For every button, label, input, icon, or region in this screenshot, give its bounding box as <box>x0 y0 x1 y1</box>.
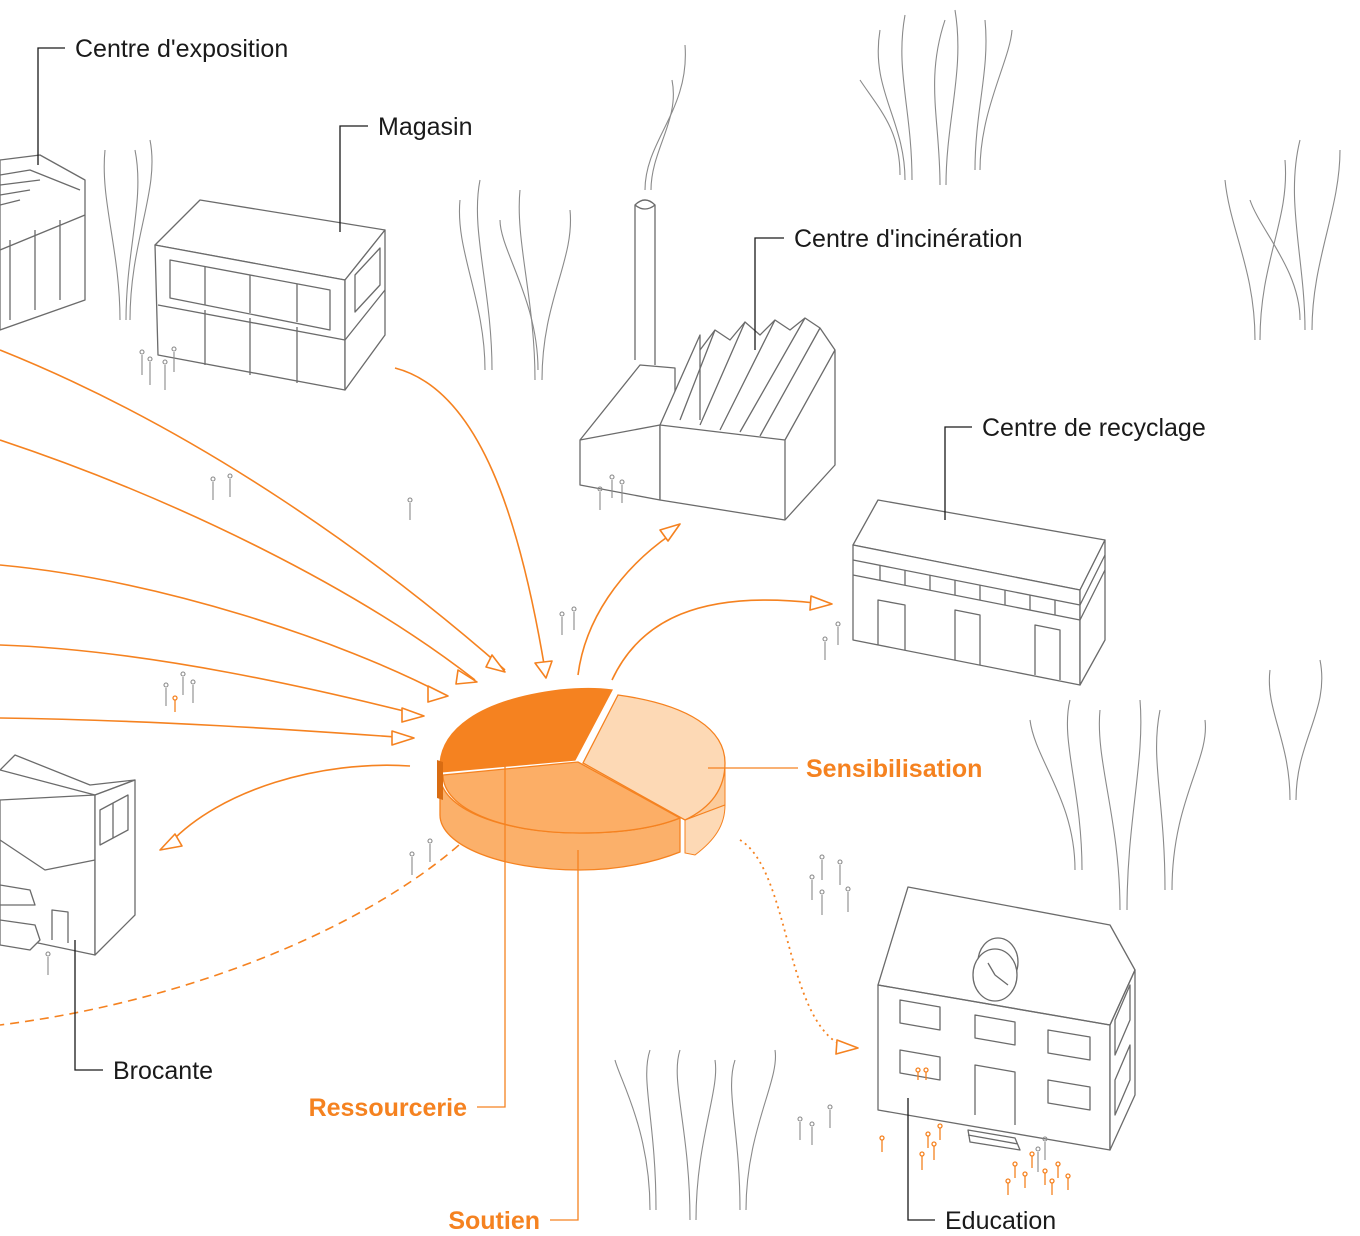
tree-group-bottom <box>614 1049 777 1221</box>
flow-in-2 <box>0 439 476 681</box>
flow-in-4 <box>0 644 421 716</box>
tree-group-top-center <box>859 9 1013 186</box>
label-education: Education <box>945 1207 1056 1235</box>
flow-dashed <box>0 834 471 1026</box>
label-centre-recyclage: Centre de recyclage <box>982 414 1206 442</box>
flow-out-incineration <box>577 534 671 676</box>
building-brocante <box>0 754 136 956</box>
label-magasin: Magasin <box>378 113 473 141</box>
building-magasin <box>154 199 386 391</box>
pie-slice-ressourcerie-side <box>437 760 443 800</box>
flow-dotted-education <box>739 839 844 1047</box>
building-centre-exposition <box>0 154 86 331</box>
building-centre-incineration <box>579 199 836 521</box>
flow-arrows <box>0 349 859 1055</box>
label-sensibilisation: Sensibilisation <box>806 755 982 783</box>
flow-in-5 <box>0 717 411 739</box>
pie-slice-sensibilisation <box>582 694 726 821</box>
label-ressourcerie: Ressourcerie <box>309 1094 468 1122</box>
tree-group-middle <box>458 179 572 381</box>
pie-slice-sensibilisation-side-front <box>684 804 726 856</box>
flow-in-magasin <box>394 367 546 671</box>
flow-out-brocante <box>169 764 411 844</box>
tree-group-top-right <box>1224 139 1341 341</box>
smoke <box>644 44 686 191</box>
label-centre-incineration: Centre d'incinération <box>794 225 1023 253</box>
label-centre-exposition: Centre d'exposition <box>75 35 288 63</box>
building-centre-recyclage <box>852 499 1106 686</box>
people-pins <box>45 346 1071 1195</box>
tree-group-left-upper <box>103 139 153 321</box>
flow-in-3 <box>0 564 446 696</box>
flow-out-recyclage <box>611 599 816 681</box>
leader-lines <box>37 47 972 1221</box>
ressourcerie-pie-chart <box>437 687 726 871</box>
tree-group-right-middle <box>1029 659 1323 911</box>
flow-in-1 <box>0 349 506 671</box>
pie-slice-ressourcerie <box>439 687 614 773</box>
building-education <box>877 886 1136 1151</box>
labels: Centre d'exposition Magasin Centre d'inc… <box>75 35 1206 1235</box>
label-brocante: Brocante <box>113 1057 213 1085</box>
label-soutien: Soutien <box>448 1207 540 1235</box>
trees <box>103 9 1341 1221</box>
pie-slice-soutien <box>442 761 682 834</box>
